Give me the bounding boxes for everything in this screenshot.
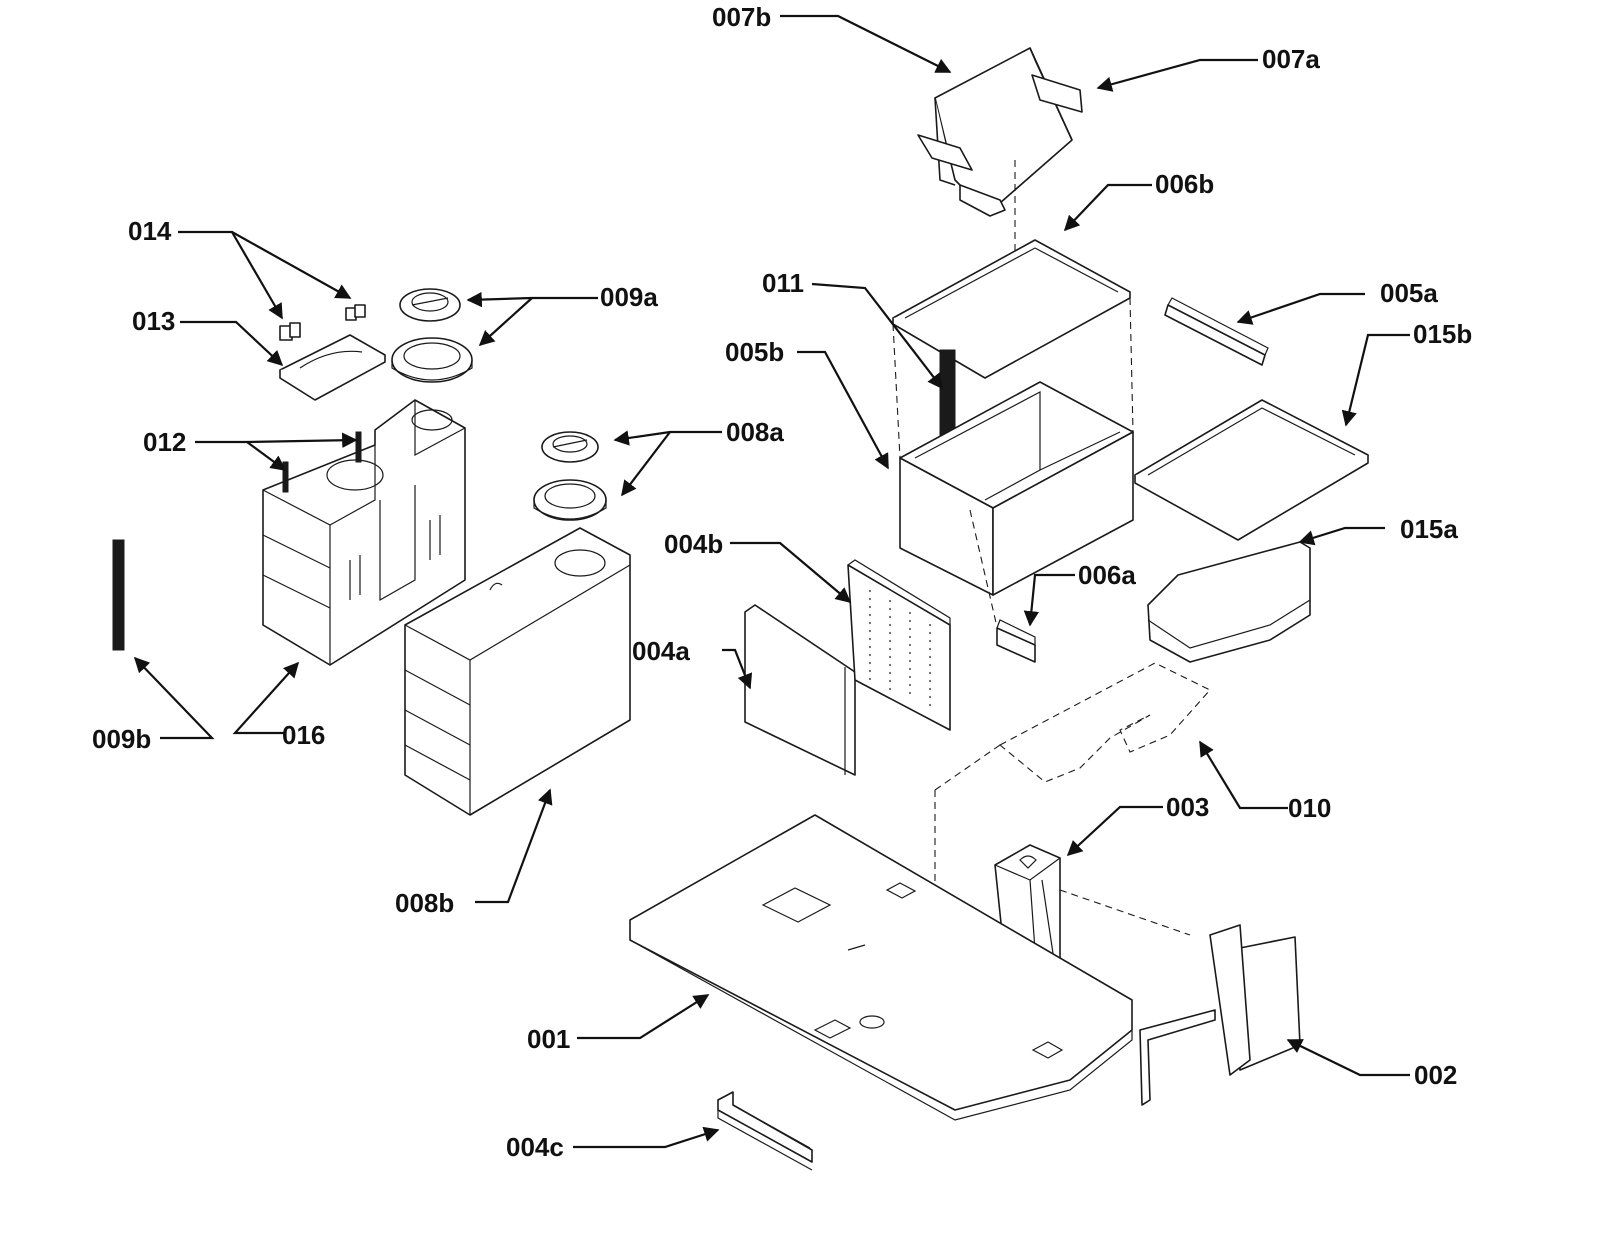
callout-004b: 004b [664, 529, 723, 559]
strip-009b-part [112, 539, 125, 651]
hidden-line [892, 323, 901, 459]
callout-008a: 008a [726, 417, 784, 447]
callout-006a: 006a [1078, 560, 1136, 590]
panel-004a-part [744, 604, 856, 776]
ring-008a-part [533, 479, 607, 521]
callout-005b: 005b [725, 337, 784, 367]
tray-015b-part [1134, 399, 1369, 541]
clips-014-part [279, 304, 366, 341]
callout-016: 016 [282, 720, 325, 750]
panel-004b-part [847, 559, 951, 731]
callout-004c: 004c [506, 1132, 564, 1162]
callout-012: 012 [143, 427, 186, 457]
hidden-line [1059, 889, 1191, 936]
left-tank-part [262, 399, 466, 666]
callout-006b: 006b [1155, 169, 1214, 199]
callout-015a: 015a [1400, 514, 1458, 544]
callout-007a: 007a [1262, 44, 1320, 74]
callout-004a: 004a [632, 636, 690, 666]
callout-007b: 007b [712, 2, 771, 32]
tank-tab-part [355, 431, 362, 463]
panel-010-part [999, 662, 1211, 783]
hidden-line [934, 744, 1001, 791]
hidden-line [969, 509, 1001, 641]
seat-part [917, 47, 1083, 217]
leader-lines [133, 14, 1410, 1149]
angle-bracket-005a-part [1164, 297, 1269, 366]
side-panels-002-part [1139, 924, 1301, 1106]
callout-005a: 005a [1380, 278, 1438, 308]
callout-003: 003 [1166, 792, 1209, 822]
callout-009b: 009b [92, 724, 151, 754]
callout-008b: 008b [395, 888, 454, 918]
callout-002: 002 [1414, 1060, 1457, 1090]
tank-tab-part [282, 461, 289, 493]
cap-009a-part [399, 288, 461, 322]
channel-004c-part [717, 1091, 813, 1171]
callout-009a: 009a [600, 282, 658, 312]
right-tank-part [404, 527, 631, 816]
cap-008a-part [541, 431, 599, 463]
pad-015a-part [1147, 541, 1311, 663]
callout-010: 010 [1288, 793, 1331, 823]
lid-013-part [279, 334, 386, 401]
bracket-006a-part [996, 619, 1036, 663]
ring-009a-part [391, 337, 473, 383]
hidden-line [1129, 297, 1134, 433]
box-lid-part [892, 239, 1131, 379]
callout-015b: 015b [1413, 319, 1472, 349]
callout-014: 014 [128, 216, 172, 246]
base-plate-part [629, 814, 1133, 1121]
callout-001: 001 [527, 1024, 570, 1054]
callout-011: 011 [762, 268, 804, 298]
callout-013: 013 [132, 306, 175, 336]
